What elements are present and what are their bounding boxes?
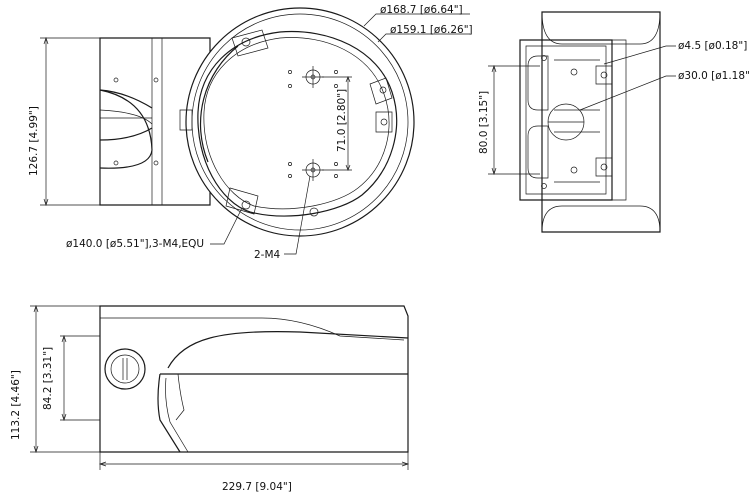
dim-back-height-label: 80.0 [3.15"] — [478, 90, 490, 154]
dim-total-height-label: 113.2 [4.46"] — [10, 370, 22, 440]
dim-side-height-label: 126.7 [4.99"] — [28, 106, 40, 176]
dim-partial-height-label: 84.2 [3.31"] — [42, 346, 54, 410]
dim-bolt-circle-label: ø140.0 [ø5.51"],3-M4,EQU — [66, 238, 205, 250]
dim-outer-diameter-label: ø168.7 [ø6.64"] — [380, 4, 463, 16]
top-view — [40, 7, 470, 255]
dim-large-hole-label: ø30.0 [ø1.18"] — [678, 70, 749, 82]
back-view — [488, 11, 676, 233]
dim-mount-spacing-label: 71.0 [2.80"] — [336, 88, 348, 152]
dim-screws-label: 2-M4 — [254, 249, 281, 261]
dim-inner-diameter-label: ø159.1 [ø6.26"] — [390, 24, 473, 36]
side-view — [30, 304, 410, 470]
dim-total-length-label: 229.7 [9.04"] — [222, 481, 292, 493]
dim-small-hole-label: ø4.5 [ø0.18"] — [678, 40, 748, 52]
